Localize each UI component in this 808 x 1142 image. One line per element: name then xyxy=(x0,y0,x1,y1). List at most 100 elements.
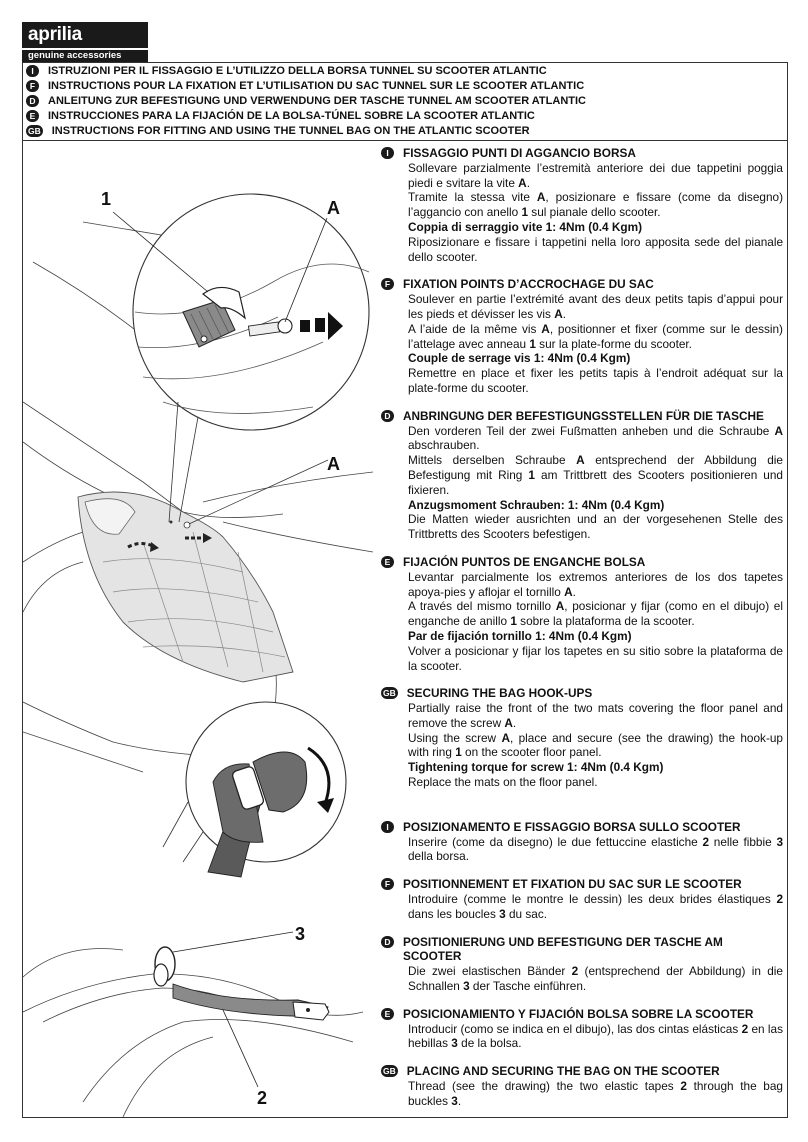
language-badge: D xyxy=(381,409,394,422)
section-body: Soulever en partie l’extrémité avant des… xyxy=(381,292,783,396)
label-ring-1: 1 xyxy=(101,189,111,209)
section-heading: POSITIONNEMENT ET FIXATION DU SAC SUR LE… xyxy=(403,877,742,892)
section-header: GB SECURING THE BAG HOOK-UPS xyxy=(381,686,783,701)
torque-spec: Tightening torque for screw 1: 4Nm (0.4 … xyxy=(408,760,664,775)
text-fragment: 1 xyxy=(521,205,529,220)
text-fragment: Levantar parcialmente los extremos anter… xyxy=(408,569,783,599)
text-fragment: dans les boucles xyxy=(408,906,500,921)
section-heading: FIJACIÓN PUNTOS DE ENGANCHE BOLSA xyxy=(403,554,646,569)
section-heading: SECURING THE BAG HOOK-UPS xyxy=(406,686,593,701)
text-fragment: A xyxy=(518,175,527,190)
text-fragment: Volver a posicionar y fijar los tapetes … xyxy=(408,643,783,673)
language-badge: GB xyxy=(381,687,398,700)
section-heading: ANBRINGUNG DER BEFESTIGUNGSSTELLEN FÜR D… xyxy=(403,408,764,423)
section-header: D ANBRINGUNG DER BEFESTIGUNGSSTELLEN FÜR … xyxy=(381,409,783,424)
text-fragment: through the bag buckles xyxy=(408,1079,783,1108)
text-fragment: on the scooter floor panel. xyxy=(461,745,602,760)
text-fragment: , positionner et fixer (comme sur le des… xyxy=(408,321,783,351)
text-fragment: A xyxy=(774,423,783,438)
title-row-es: E INSTRUCCIONES PARA LA FIJACIÓN DE LA B… xyxy=(22,108,788,123)
text-fragment: Die zwei elastischen Bänder xyxy=(408,964,572,979)
instruction-paragraph: Soulever en partie l’extrémité avant des… xyxy=(408,292,783,322)
language-badge: D xyxy=(381,935,394,948)
title-text: INSTRUCTIONS POUR LA FIXATION ET L’UTILI… xyxy=(48,79,585,92)
label-tape-2: 2 xyxy=(257,1088,267,1108)
text-fragment: 2 xyxy=(702,834,710,849)
text-fragment: Tramite la stessa vite xyxy=(408,190,537,205)
text-fragment: du sac. xyxy=(505,906,548,921)
text-fragment: , posizionare e fissare (come da disegno… xyxy=(408,190,783,220)
text-fragment: Riposizionare e fissare i tappetini nell… xyxy=(408,234,783,264)
section-body: Introducir (como se indica en el dibujo)… xyxy=(381,1022,783,1052)
language-badge: D xyxy=(26,94,39,107)
text-fragment: , posicionar y fijar (como en el dibujo)… xyxy=(408,599,783,629)
language-badge: F xyxy=(26,79,39,92)
text-fragment: 1 xyxy=(455,745,462,760)
language-badge: E xyxy=(26,109,39,122)
instruction-paragraph: Introducir (como se indica en el dibujo)… xyxy=(408,1022,783,1052)
text-fragment: . xyxy=(526,175,530,190)
page-frame xyxy=(22,62,788,1118)
text-fragment: (entsprechend der Abbildung) in die Schn… xyxy=(408,964,783,994)
text-fragment: en las hebillas xyxy=(408,1021,783,1051)
section-body: Partially raise the front of the two mat… xyxy=(381,701,783,790)
text-fragment: A xyxy=(541,321,550,336)
section-body: Thread (see the drawing) the two elastic… xyxy=(381,1079,783,1109)
aprilia-logo: aprilia xyxy=(22,22,148,48)
text-fragment: sobre la plataforma de la scooter. xyxy=(516,614,695,629)
text-fragment: . xyxy=(572,584,576,599)
text-fragment: sul pianale dello scooter. xyxy=(528,205,661,220)
section-body: Die zwei elastischen Bänder 2 (entsprech… xyxy=(381,964,783,994)
text-fragment: A xyxy=(501,730,510,745)
text-fragment: am Trittbrett des Scooters positionieren… xyxy=(408,467,783,497)
text-fragment: 2 xyxy=(571,964,579,979)
instruction-paragraph: Inserire (come da disegno) le due fettuc… xyxy=(408,835,783,865)
section-body: Introduire (comme le montre le dessin) l… xyxy=(381,892,783,922)
instruction-paragraph: Den vorderen Teil der zwei Fußmatten anh… xyxy=(408,424,783,454)
text-fragment: Using the screw xyxy=(408,730,502,745)
section-hookup-de: D ANBRINGUNG DER BEFESTIGUNGSSTELLEN FÜR … xyxy=(381,409,783,542)
section-heading: FISSAGGIO PUNTI DI AGGANCIO BORSA xyxy=(403,146,636,160)
text-fragment: 3 xyxy=(499,906,506,921)
floor-mat xyxy=(77,491,294,683)
title-row-it: I ISTRUZIONI PER IL FISSAGGIO E L’UTILIZ… xyxy=(22,63,788,78)
torque-spec: Coppia di serraggio vite 1: 4Nm (0.4 Kgm… xyxy=(408,219,643,234)
text-fragment: A xyxy=(554,306,563,321)
language-badge: I xyxy=(381,147,394,159)
torque-spec: Couple de serrage vis 1: 4Nm (0.4 Kgm) xyxy=(408,351,631,366)
text-fragment: A través del mismo tornillo xyxy=(408,599,556,614)
section-hookup-it: I FISSAGGIO PUNTI DI AGGANCIO BORSA Solle… xyxy=(381,146,783,264)
text-fragment: Mittels derselben Schraube xyxy=(408,453,577,468)
text-fragment: 2 xyxy=(776,892,783,907)
text-fragment: A xyxy=(576,453,585,468)
section-body: Sollevare parzialmente l’estremità anter… xyxy=(381,161,783,265)
text-fragment: . xyxy=(512,715,517,730)
instruction-paragraph: Die zwei elastischen Bänder 2 (entsprech… xyxy=(408,964,783,994)
text-fragment: de la bolsa. xyxy=(457,1036,522,1051)
title-divider xyxy=(22,140,788,141)
title-row-gb: GB INSTRUCTIONS FOR FITTING AND USING TH… xyxy=(22,123,788,138)
text-fragment: abschrauben. xyxy=(408,438,480,453)
text-fragment: Soulever en partie l’extrémité avant des… xyxy=(408,292,783,321)
text-fragment: Sollevare parzialmente l’estremità anter… xyxy=(408,160,783,190)
text-fragment: A xyxy=(564,584,573,599)
section-heading: PLACING AND SECURING THE BAG ON THE SCOO… xyxy=(406,1064,720,1079)
text-fragment: Replace the mats on the floor panel. xyxy=(408,775,598,790)
text-fragment: , place and secure (see the drawing) the… xyxy=(408,730,783,760)
instruction-paragraph: A l’aide de la même vis A, positionner e… xyxy=(408,322,783,352)
text-fragment: 1 xyxy=(528,467,535,482)
text-fragment: A xyxy=(555,599,565,614)
